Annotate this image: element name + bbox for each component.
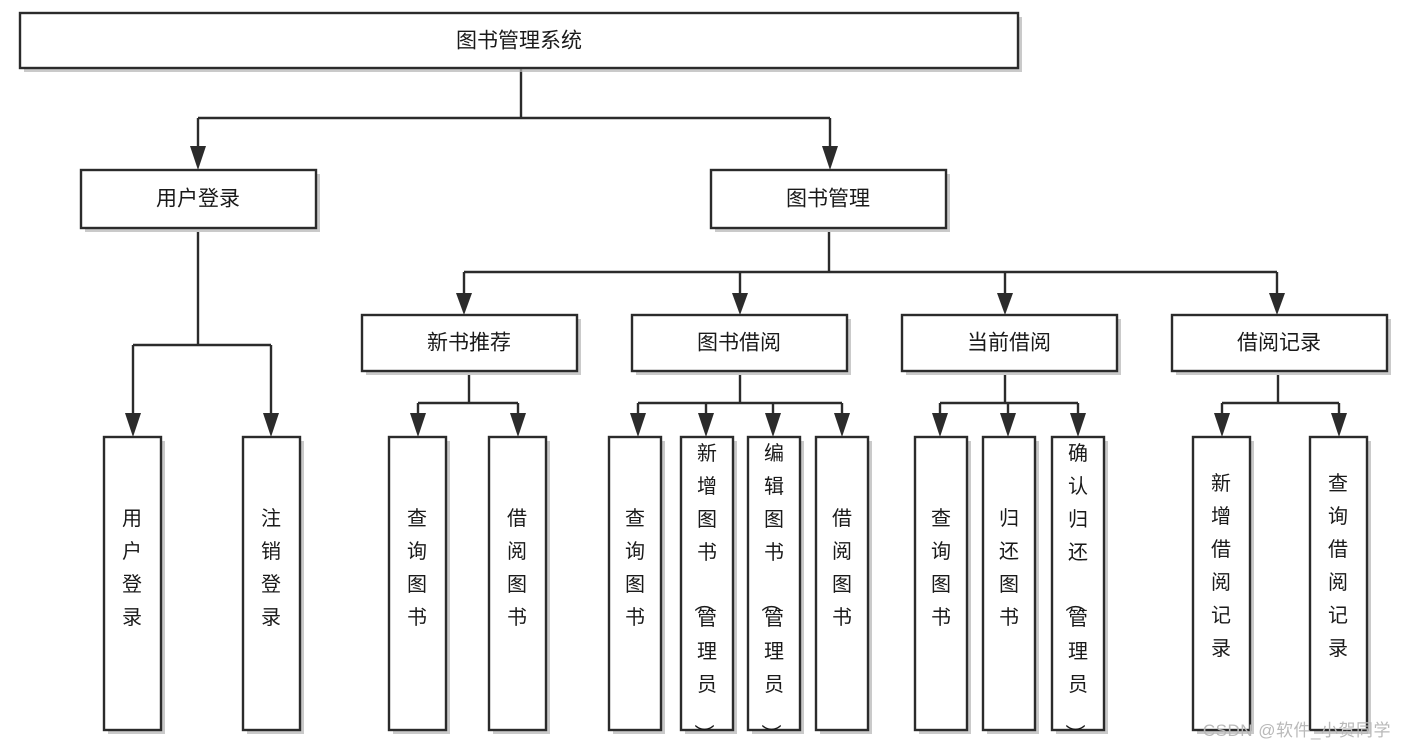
leaf-current-return-book[interactable]: 归还图书 [981,435,1039,734]
leaf-user-login-label: 用户登录 [122,508,142,629]
node-new-book-recommend[interactable]: 新书推荐 [360,313,581,375]
leaf-record-add[interactable]: 新增借阅记录 [1191,435,1254,734]
leaf-borrow-borrow-book[interactable]: 借阅图书 [814,435,872,734]
connector-current-to-leaves [932,375,1086,437]
leaf-newbook-query-book[interactable]: 查询图书 [387,435,450,734]
leaf-newbook-query-book-label: 查询图书 [407,507,427,629]
node-borrow-record[interactable]: 借阅记录 [1170,313,1391,375]
connector-root-to-level2 [190,68,838,170]
leaf-current-confirm-return-label: 确认归还（管理员） [1063,442,1088,744]
node-new-book-recommend-label: 新书推荐 [427,332,511,355]
leaf-user-login[interactable]: 用户登录 [102,435,165,734]
leaf-newbook-borrow-book-label: 借阅图书 [507,507,527,629]
leaf-logout-label: 注销登录 [261,507,281,629]
node-root-label: 图书管理系统 [456,30,582,53]
leaf-newbook-borrow-book[interactable]: 借阅图书 [487,435,550,734]
leaf-logout[interactable]: 注销登录 [241,435,304,734]
node-user-login-label: 用户登录 [156,188,240,211]
leaf-current-query-book-label: 查询图书 [931,507,951,629]
leaf-current-return-book-label: 归还图书 [999,507,1019,629]
leaf-borrow-query-book[interactable]: 查询图书 [607,435,665,734]
node-book-borrow[interactable]: 图书借阅 [630,313,851,375]
node-user-login[interactable]: 用户登录 [79,168,320,232]
leaf-borrow-add-book-label: 新增图书（管理员） [692,442,717,744]
node-borrow-record-label: 借阅记录 [1237,332,1321,355]
leaf-borrow-edit-book[interactable]: 编辑图书（管理员） [746,435,804,744]
node-current-borrow-label: 当前借阅 [967,332,1051,355]
leaf-record-query[interactable]: 查询借阅记录 [1308,435,1371,734]
leaf-current-confirm-return[interactable]: 确认归还（管理员） [1050,435,1108,744]
leaf-borrow-borrow-book-label: 借阅图书 [832,507,852,629]
connector-record-to-leaves [1214,375,1347,437]
leaf-borrow-query-book-label: 查询图书 [625,507,645,629]
connector-layer [125,68,1347,437]
leaf-borrow-add-book[interactable]: 新增图书（管理员） [679,435,737,744]
node-book-borrow-label: 图书借阅 [697,332,781,355]
node-root[interactable]: 图书管理系统 [18,11,1022,72]
csdn-watermark: CSDN @软件_小贺同学 [1202,721,1391,740]
connector-borrow-to-leaves [630,375,850,437]
node-current-borrow[interactable]: 当前借阅 [900,313,1121,375]
connector-newbook-to-leaves [410,375,526,437]
node-book-management[interactable]: 图书管理 [709,168,950,232]
connector-userlogin-to-leaves [125,232,279,437]
leaf-record-query-label: 查询借阅记录 [1328,472,1348,660]
connector-bookmgmt-to-level3 [456,232,1285,315]
leaf-borrow-edit-book-label: 编辑图书（管理员） [759,442,784,744]
node-book-management-label: 图书管理 [786,188,870,211]
leaf-record-add-label: 新增借阅记录 [1211,472,1231,660]
leaf-current-query-book[interactable]: 查询图书 [913,435,971,734]
